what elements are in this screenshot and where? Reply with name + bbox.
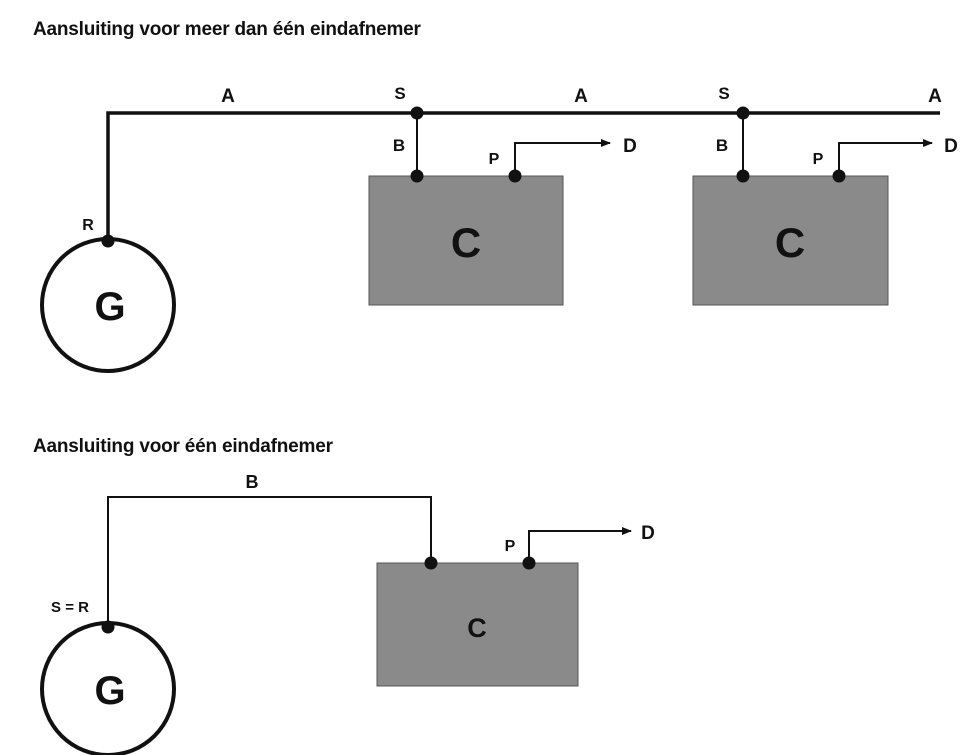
label-a-2: A <box>574 86 588 107</box>
node-s-1 <box>410 106 424 120</box>
consumer-label-1: C <box>451 219 481 266</box>
label-a-1: A <box>221 86 235 107</box>
node-b-3 <box>424 556 438 570</box>
output-line-1 <box>514 139 611 176</box>
label-a-3: A <box>928 86 942 107</box>
label-d-1: D <box>623 136 637 157</box>
consumer-label-2: C <box>775 219 805 266</box>
main-line-a <box>106 111 940 241</box>
diagram2: B G S = R C P D <box>40 472 655 755</box>
label-s-1: S <box>394 84 405 103</box>
label-p-2: P <box>813 151 824 168</box>
node-b-2 <box>736 169 750 183</box>
label-p-1: P <box>489 151 500 168</box>
consumer-box-2 <box>692 175 889 306</box>
node-p-1 <box>508 169 522 183</box>
output-line-2 <box>838 139 933 176</box>
diagram1-title: Aansluiting voor meer dan één eindafneme… <box>33 19 421 40</box>
service-line-b <box>107 496 432 627</box>
output-line-3 <box>528 527 632 563</box>
label-b-2: B <box>716 136 728 155</box>
label-s-2: S <box>718 84 729 103</box>
node-s-2 <box>736 106 750 120</box>
label-b: B <box>246 472 259 492</box>
consumer-label-3: C <box>467 613 487 643</box>
label-b-1: B <box>393 136 405 155</box>
consumer-box-3 <box>376 562 579 687</box>
node-r <box>101 234 115 248</box>
diagram1: G R A A A C S B P D C S B P D <box>40 84 958 373</box>
generator-label-2: G <box>94 669 125 713</box>
node-p-3 <box>522 556 536 570</box>
node-b-1 <box>410 169 424 183</box>
generator-label-1: G <box>94 285 125 329</box>
label-d-2: D <box>944 136 958 157</box>
label-s-equals-r: S = R <box>51 599 89 616</box>
label-r: R <box>82 217 94 234</box>
diagram2-title: Aansluiting voor één eindafnemer <box>33 436 333 457</box>
label-d-3: D <box>641 523 655 544</box>
consumer-box-1 <box>368 175 564 306</box>
label-p-3: P <box>505 538 516 555</box>
node-s-r <box>101 620 115 634</box>
node-p-2 <box>832 169 846 183</box>
